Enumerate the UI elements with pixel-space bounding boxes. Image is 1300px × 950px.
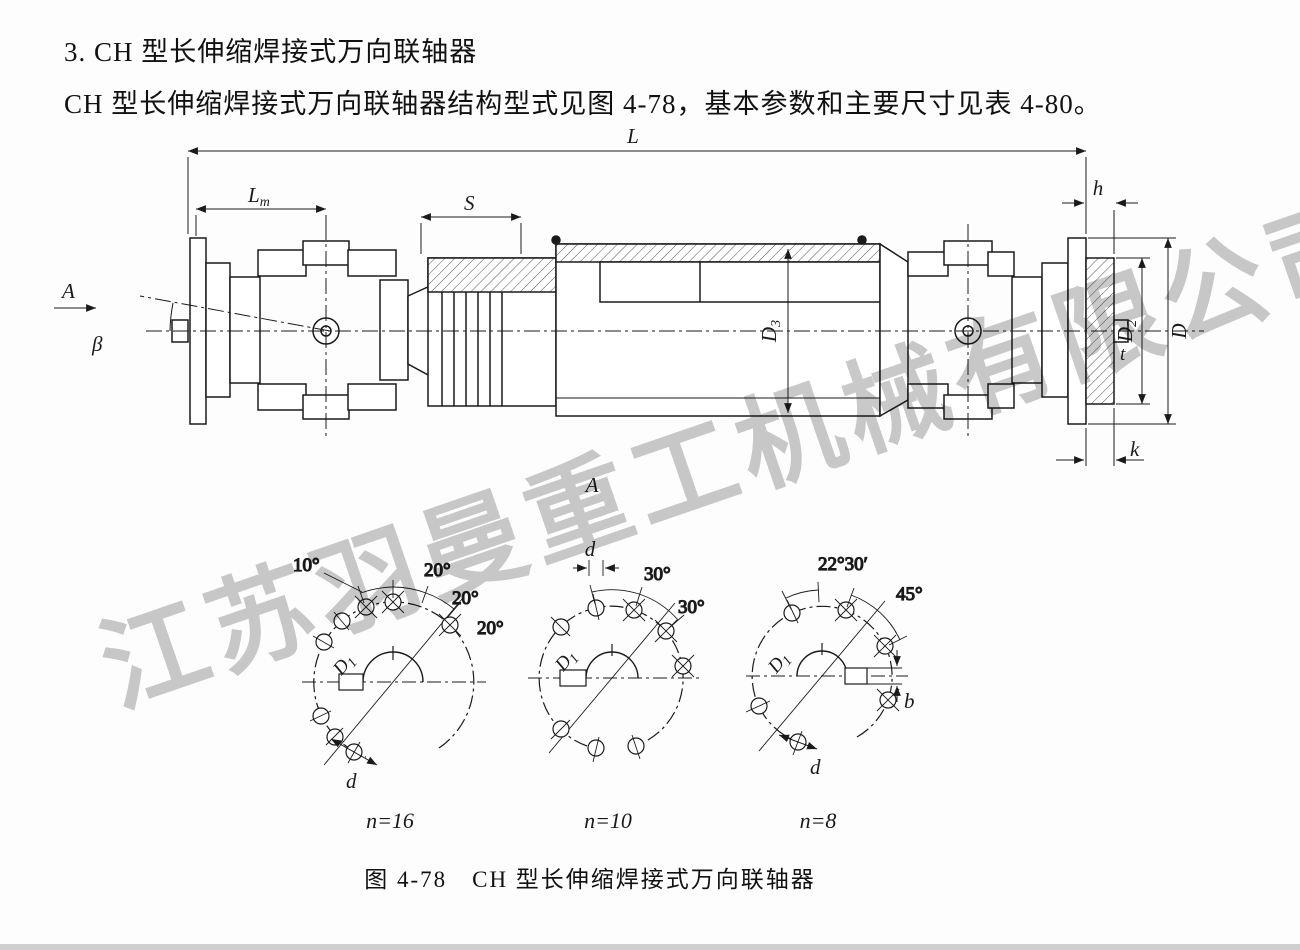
dim-D3-label: D3 — [757, 320, 784, 343]
bolt-pattern-n8: 22°30′ 45° D1 b d n=8 — [745, 553, 923, 833]
angle-45-label: 45° — [896, 584, 923, 605]
dim-D-label: D — [1167, 323, 1191, 339]
section-heading: 3. CH 型长伸缩焊接式万向联轴器 — [64, 37, 478, 67]
centerlines — [139, 224, 1204, 438]
dimension-labels: L Lm S h A β D3 D2 D t k A — [60, 124, 1191, 497]
main-assembly-view — [171, 235, 1129, 425]
angle-2230-label: 22°30′ — [818, 554, 868, 575]
dim-b-label: b — [904, 689, 915, 713]
intro-paragraph: CH 型长伸缩焊接式万向联轴器结构型式见图 4-78，基本参数和主要尺寸见表 4… — [64, 89, 1102, 119]
view-A-label: A — [60, 279, 75, 303]
section-A-label: A — [584, 473, 599, 497]
n8-label: n=8 — [800, 808, 837, 833]
dim-d-label-middle: d — [585, 537, 596, 561]
angle-20-label-2: 20° — [452, 588, 479, 609]
dim-Lm-label: Lm — [247, 183, 270, 210]
dim-d-label-left: d — [346, 769, 357, 793]
figure-caption: 图 4-78 CH 型长伸缩焊接式万向联轴器 — [364, 867, 816, 892]
angle-30-label-2: 30° — [678, 597, 705, 618]
angle-20-label-3: 20° — [477, 618, 504, 639]
dim-D1-label-right: D1 — [763, 648, 795, 680]
bolt-pattern-n16: 10° 20° 20° 20° D1 d n=16 — [292, 554, 504, 833]
dim-beta-label: β — [91, 332, 103, 356]
left-universal-joint — [229, 240, 409, 420]
bolt-pattern-n10: d 30° 30° D1 n=10 — [528, 537, 705, 833]
dim-t-label: t — [1120, 344, 1126, 365]
n10-label: n=10 — [584, 808, 632, 833]
dim-D2-label: D2 — [1113, 320, 1140, 343]
angle-30-label-1: 30° — [644, 564, 671, 585]
dimension-lines — [54, 147, 1176, 466]
right-universal-joint — [879, 240, 1043, 420]
dim-L-label: L — [626, 124, 639, 148]
angle-20-label-1: 20° — [424, 560, 451, 581]
telescoping-shaft-tube — [407, 235, 881, 417]
n16-label: n=16 — [366, 808, 414, 833]
dim-d-label-right: d — [810, 755, 821, 779]
dim-h-label: h — [1093, 176, 1104, 200]
angle-10-label: 10° — [293, 555, 320, 576]
dim-S-label: S — [464, 191, 475, 215]
dim-k-label: k — [1130, 437, 1140, 461]
scan-edge — [0, 944, 1300, 950]
